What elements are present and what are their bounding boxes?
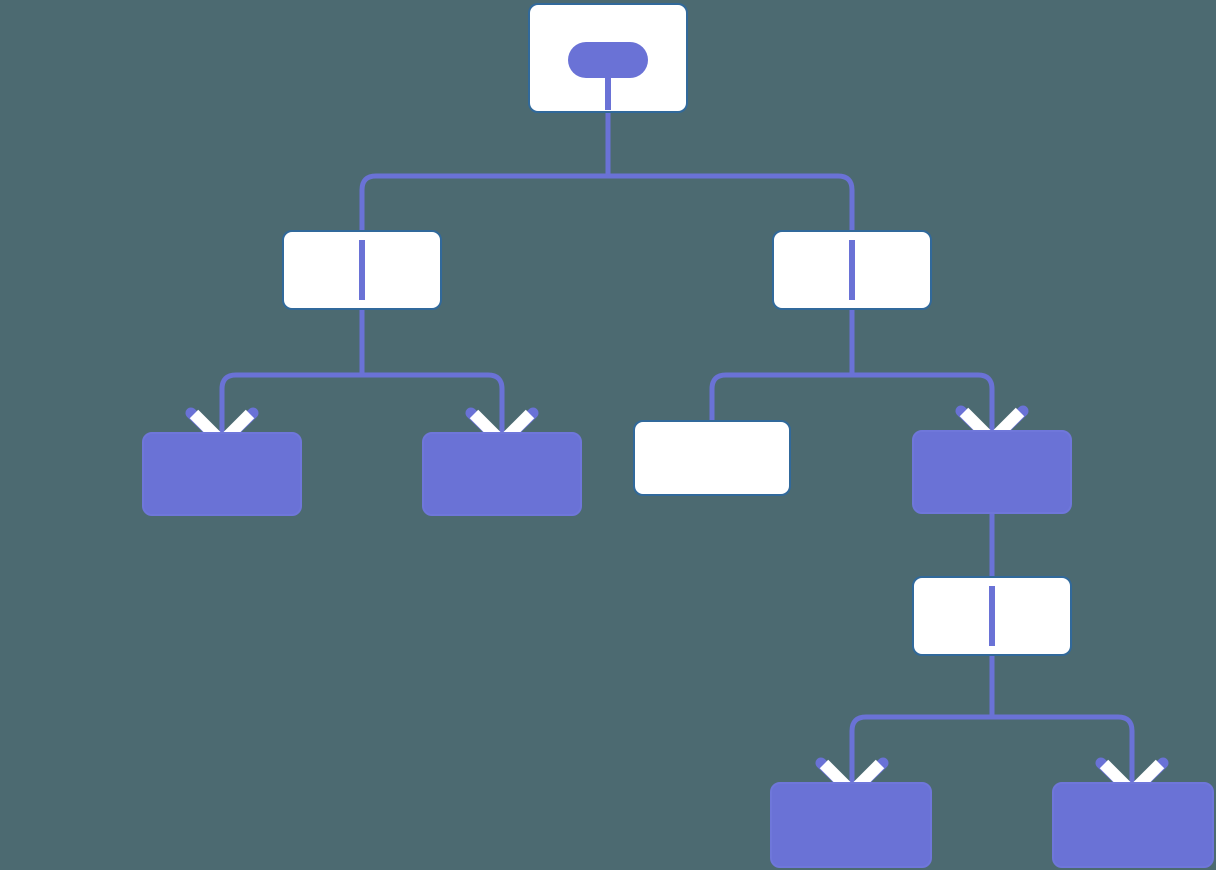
node-leaf-2[interactable]	[422, 432, 582, 516]
node-branch-deep-connector-bar	[989, 586, 995, 646]
edge-root-to-branch-right	[605, 113, 855, 230]
node-root-stem	[605, 60, 611, 110]
edge-branch-left-to-leaf-1	[219, 310, 365, 432]
edge-branch-right-to-leaf-3	[709, 310, 855, 420]
edge-branch-deep-to-leaf-5	[989, 656, 1135, 782]
node-leaf-1[interactable]	[142, 432, 302, 516]
edge-branch-left-to-leaf-2	[359, 310, 505, 432]
edge-branch-right-to-node-mid	[849, 310, 995, 430]
node-leaf-4[interactable]	[770, 782, 932, 868]
node-branch-right-connector-bar	[849, 240, 855, 300]
node-leaf-5[interactable]	[1052, 782, 1214, 868]
edge-branch-deep-to-leaf-4	[849, 656, 995, 782]
node-branch-left-connector-bar	[359, 240, 365, 300]
edge-root-to-branch-left	[359, 113, 611, 230]
node-node-mid[interactable]	[912, 430, 1072, 514]
node-leaf-3[interactable]	[633, 420, 791, 496]
